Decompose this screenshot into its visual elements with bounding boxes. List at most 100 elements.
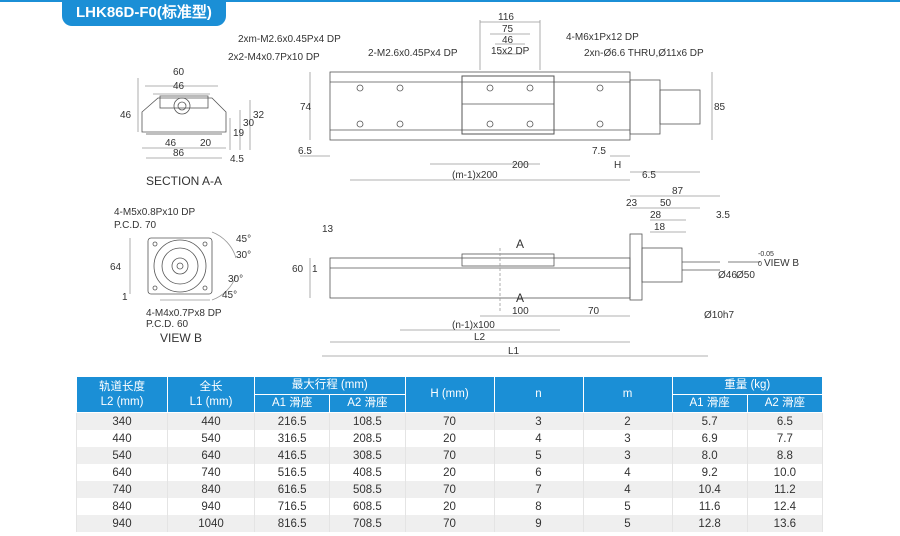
- table-cell: 640: [167, 447, 255, 464]
- table-cell: 10.0: [746, 464, 824, 481]
- dim-label: 1: [312, 264, 318, 275]
- dim-label: 70: [588, 306, 600, 317]
- dim-label: 116: [498, 12, 514, 23]
- table-cell: 5: [582, 515, 673, 532]
- table-cell: 6: [493, 464, 584, 481]
- table-cell: 7.7: [746, 430, 824, 447]
- table-cell: 70: [404, 481, 495, 498]
- table-cell: 440: [167, 412, 255, 430]
- table-cell: 6.5: [746, 412, 824, 430]
- dim-label: 15x2 DP: [491, 46, 530, 57]
- dim-label: 13: [322, 224, 334, 235]
- view-b-drawing: [129, 231, 237, 301]
- table-cell: 70: [404, 447, 495, 464]
- title-rule: [0, 0, 900, 2]
- dim-label: 30°: [236, 250, 251, 261]
- table-cell: 4: [582, 464, 673, 481]
- col-header-n: n: [493, 376, 584, 413]
- dim-label: 46: [120, 110, 132, 121]
- dim-label: 4.5: [230, 154, 244, 165]
- table-cell: 508.5: [329, 481, 406, 498]
- view-b-caption: VIEW B: [160, 331, 202, 345]
- table-cell: 10.4: [671, 481, 748, 498]
- dim-label: 6.5: [642, 170, 656, 181]
- dim-label: 18: [654, 222, 666, 233]
- callout-label: 2x2-M4x0.7Px10 DP: [228, 52, 320, 63]
- header-line: L1 (mm): [189, 395, 233, 408]
- table-cell: 70: [404, 412, 495, 430]
- dim-label: 50: [660, 198, 672, 209]
- table-cell: 5.7: [671, 412, 748, 430]
- dim-label: Ø50: [736, 270, 755, 281]
- dim-label: 60: [292, 264, 304, 275]
- col-header-rail-length: 轨道长度 L2 (mm): [76, 376, 168, 413]
- dim-label: 64: [110, 262, 122, 273]
- table-cell: 13.6: [746, 515, 824, 532]
- table-cell: 4: [582, 481, 673, 498]
- callout-label: 4-M5x0.8Px10 DP: [114, 207, 195, 218]
- table-cell: 816.5: [253, 515, 331, 532]
- technical-drawing: SECTION A-A 60 46 46 20 86 46 19 30 32 4…: [110, 12, 799, 357]
- table-cell: 20: [404, 430, 495, 447]
- header-line: 全长: [199, 380, 223, 393]
- dim-label: (n-1)x100: [452, 320, 495, 331]
- dim-label: H: [614, 160, 621, 171]
- table-cell: 1040: [167, 515, 255, 532]
- dim-label: L2: [474, 332, 486, 343]
- table-cell: 20: [404, 464, 495, 481]
- dim-label: 86: [173, 148, 185, 159]
- table-cell: 2: [582, 412, 673, 430]
- table-cell: 416.5: [253, 447, 331, 464]
- table-cell: 516.5: [253, 464, 331, 481]
- page-title: LHK86D-F0(标准型): [62, 0, 226, 26]
- table-cell: 8: [493, 498, 584, 515]
- table-cell: 5: [493, 447, 584, 464]
- dim-label: 30°: [228, 274, 243, 285]
- dim-label: (m-1)x200: [452, 170, 498, 181]
- table-cell: 216.5: [253, 412, 331, 430]
- col-subheader: A1 滑座: [671, 394, 748, 413]
- table-cell: 4: [493, 430, 584, 447]
- dim-label: Ø46: [718, 270, 737, 281]
- col-subheader: A1 滑座: [253, 394, 331, 413]
- table-cell: 11.2: [746, 481, 824, 498]
- dim-label: 7.5: [592, 146, 606, 157]
- table-cell: 108.5: [329, 412, 406, 430]
- dim-label: 46: [173, 81, 185, 92]
- callout-label: 2-M2.6x0.45Px4 DP: [368, 48, 458, 59]
- col-subheader: A2 滑座: [746, 394, 824, 413]
- dim-label: 87: [672, 186, 684, 197]
- header-line: L2 (mm): [100, 395, 144, 408]
- spec-table: 轨道长度 L2 (mm) 全长 L1 (mm) 最大行程 (mm) H (mm)…: [76, 376, 824, 532]
- table-cell: 740: [167, 464, 255, 481]
- top-view-drawing: [300, 20, 713, 181]
- dim-label: 74: [300, 102, 312, 113]
- table-cell: 5: [582, 498, 673, 515]
- table-cell: 208.5: [329, 430, 406, 447]
- table-cell: 3: [493, 412, 584, 430]
- table-cell: 616.5: [253, 481, 331, 498]
- dim-label: L1: [508, 346, 520, 357]
- table-cell: 340: [76, 412, 168, 430]
- dim-label: 23: [626, 198, 638, 209]
- dim-label: 46: [502, 35, 514, 46]
- section-marker: A: [516, 237, 524, 251]
- table-cell: 308.5: [329, 447, 406, 464]
- table-cell: 8.0: [671, 447, 748, 464]
- table-cell: 608.5: [329, 498, 406, 515]
- dim-label: 19: [233, 128, 245, 139]
- col-header-total-length: 全长 L1 (mm): [167, 376, 255, 413]
- dim-label: 75: [502, 24, 514, 35]
- dim-label: 46: [165, 138, 177, 149]
- callout-label: P.C.D. 70: [114, 220, 156, 231]
- dim-label: 6.5: [298, 146, 312, 157]
- callout-label: P.C.D. 60: [146, 319, 188, 330]
- col-header-max-stroke: 最大行程 (mm): [254, 376, 406, 395]
- dim-label: 32: [253, 110, 265, 121]
- table-cell: 12.8: [671, 515, 748, 532]
